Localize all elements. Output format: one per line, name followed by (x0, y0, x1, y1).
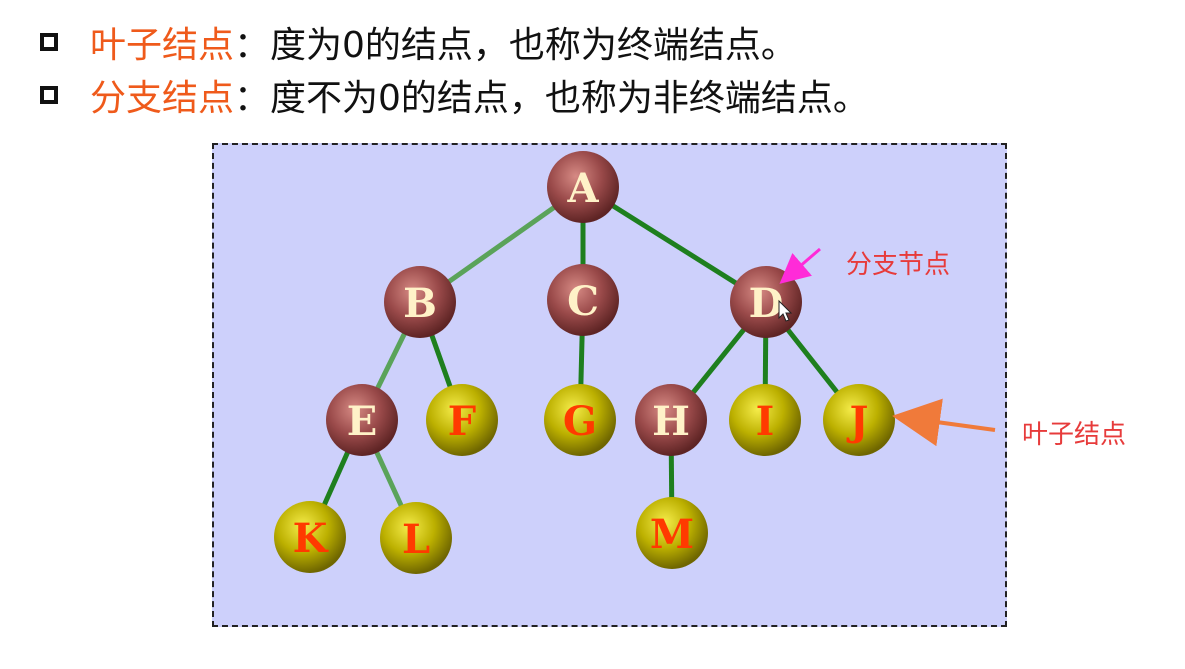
tree-node-l: L (380, 502, 452, 574)
bullet-leaf-definition: 叶子结点 ： 度为0的结点，也称为终端结点。 (40, 17, 797, 67)
tree-node-label: I (756, 398, 775, 445)
tree-node-m: M (636, 497, 708, 569)
arrow-to-branch-node (779, 247, 821, 284)
tree-node-i: I (729, 384, 801, 456)
leaf-node-circle (274, 501, 346, 573)
tree-node-label: B (403, 280, 437, 327)
tree-node-j: J (823, 384, 895, 456)
term-leaf-node: 叶子结点 (90, 25, 235, 66)
definition-branch-node: 度不为0的结点，也称为非终端结点。 (270, 78, 869, 119)
tree-node-b: B (384, 266, 456, 338)
tree-node-label: E (347, 398, 378, 445)
term-colon: ： (234, 78, 271, 119)
leaf-node-circle (729, 384, 801, 456)
tree-node-label: K (293, 515, 329, 562)
square-bullet-icon (40, 33, 58, 51)
tree-node-label: D (749, 280, 784, 327)
tree-node-label: L (402, 516, 430, 563)
branch-node-circle (547, 264, 619, 336)
term-colon: ： (234, 25, 271, 66)
leaf-node-circle (544, 384, 616, 456)
annotation-leaf-node: 叶子结点 (1022, 420, 1127, 450)
branch-node-circle (384, 266, 456, 338)
branch-node-circle (326, 384, 398, 456)
branch-node-circle (547, 151, 619, 223)
leaf-node-circle (823, 384, 895, 456)
mouse-cursor-icon (778, 299, 793, 322)
tree-node-k: K (274, 501, 346, 573)
arrow-to-leaf-node (892, 398, 996, 447)
tree-node-a: A (547, 151, 619, 223)
tree-node-f: F (426, 384, 498, 456)
definition-leaf-node: 度为0的结点，也称为终端结点。 (270, 25, 797, 66)
annotation-branch-node: 分支节点 (846, 250, 951, 280)
tree-node-e: E (326, 384, 398, 456)
leaf-node-circle (426, 384, 498, 456)
bullet-branch-definition: 分支结点 ： 度不为0的结点，也称为非终端结点。 (40, 70, 869, 120)
tree-node-label: G (563, 398, 597, 445)
tree-node-label: H (652, 398, 690, 445)
leaf-node-circle (380, 502, 452, 574)
tree-node-label: F (448, 398, 476, 445)
square-bullet-icon (40, 86, 58, 104)
tree-node-label: J (847, 398, 869, 445)
tree-edge-a-d (581, 184, 768, 305)
tree-node-label: M (650, 511, 694, 558)
tree-node-label: A (566, 165, 599, 212)
tree-node-h: H (635, 384, 707, 456)
leaf-node-circle (636, 497, 708, 569)
branch-node-circle (635, 384, 707, 456)
tree-node-label: C (567, 278, 599, 325)
tree-node-g: G (544, 384, 616, 456)
tree-node-d: D (730, 266, 802, 338)
term-branch-node: 分支结点 (90, 78, 235, 119)
tree-node-c: C (547, 264, 619, 336)
branch-node-circle (730, 266, 802, 338)
